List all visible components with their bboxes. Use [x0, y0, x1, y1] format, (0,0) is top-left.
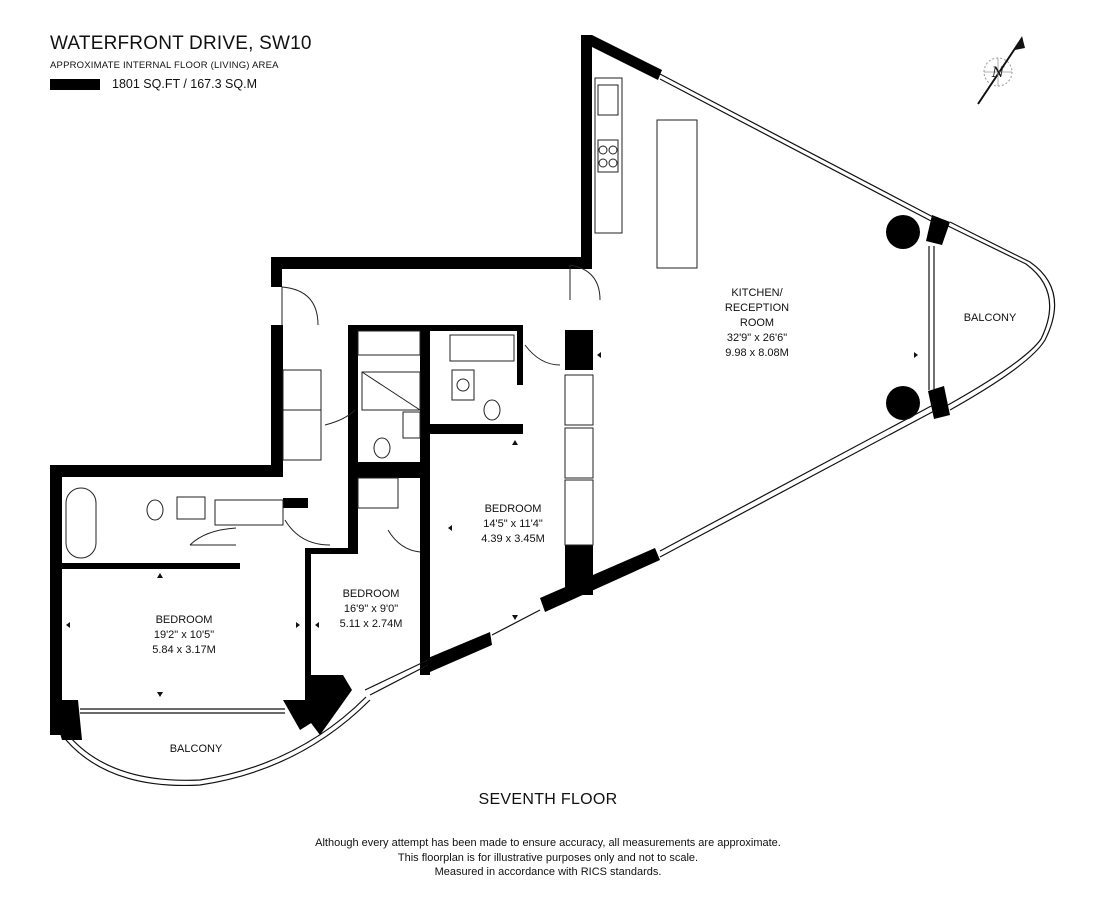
- kitchen-imperial: 32'9" x 26'6": [727, 332, 787, 344]
- bedroom-mid-metric: 4.39 x 3.45M: [481, 533, 545, 545]
- kitchen-line3: ROOM: [740, 317, 774, 329]
- window-lines: [65, 73, 1056, 787]
- room-bedroom-small-label: BEDROOM 16'9" x 9'0" 5.11 x 2.74M: [340, 588, 403, 630]
- room-bedroom-mid-label: BEDROOM 14'5" x 11'4" 4.39 x 3.45M: [481, 503, 545, 545]
- area-key-swatch: [50, 79, 100, 90]
- bedroom-main-metric: 5.84 x 3.17M: [152, 644, 216, 656]
- bedroom-mid-name: BEDROOM: [485, 503, 542, 515]
- bedroom-small-imperial: 16'9" x 9'0": [344, 603, 398, 615]
- bedroom-main-name: BEDROOM: [156, 614, 213, 626]
- fittings: [65, 77, 698, 559]
- room-bedroom-main-label: BEDROOM 19'2" x 10'5" 5.84 x 3.17M: [152, 614, 216, 656]
- bedroom-small-metric: 5.11 x 2.74M: [340, 618, 403, 630]
- area-caption: APPROXIMATE INTERNAL FLOOR (LIVING) AREA: [50, 60, 279, 71]
- disclaimer-line-2: This floorplan is for illustrative purpo…: [397, 851, 699, 864]
- disclaimer: Although every attempt has been made to …: [0, 836, 1096, 880]
- disclaimer-line-1: Although every attempt has been made to …: [315, 837, 781, 849]
- walls: [50, 35, 950, 740]
- compass-letter: N: [991, 65, 1005, 81]
- bedroom-small-name: BEDROOM: [343, 588, 400, 600]
- dimension-markers: [66, 352, 918, 697]
- bedroom-main-imperial: 19'2" x 10'5": [154, 629, 214, 641]
- balcony-left-label: BALCONY: [170, 743, 223, 755]
- kitchen-line2: RECEPTION: [725, 302, 789, 314]
- floor-area-value: 1801 SQ.FT / 167.3 SQ.M: [112, 77, 257, 91]
- bedroom-mid-imperial: 14'5" x 11'4": [483, 518, 543, 530]
- kitchen-line1: KITCHEN/: [731, 287, 783, 299]
- disclaimer-line-3: Measured in accordance with RICS standar…: [434, 866, 662, 878]
- north-compass-icon: N: [977, 36, 1025, 105]
- kitchen-metric: 9.98 x 8.08M: [725, 347, 789, 359]
- floor-level-label: SEVENTH FLOOR: [478, 791, 618, 808]
- room-kitchen-label: KITCHEN/ RECEPTION ROOM 32'9" x 26'6" 9.…: [725, 287, 789, 359]
- property-title: WATERFRONT DRIVE, SW10: [50, 33, 312, 54]
- balcony-right-label: BALCONY: [964, 312, 1017, 324]
